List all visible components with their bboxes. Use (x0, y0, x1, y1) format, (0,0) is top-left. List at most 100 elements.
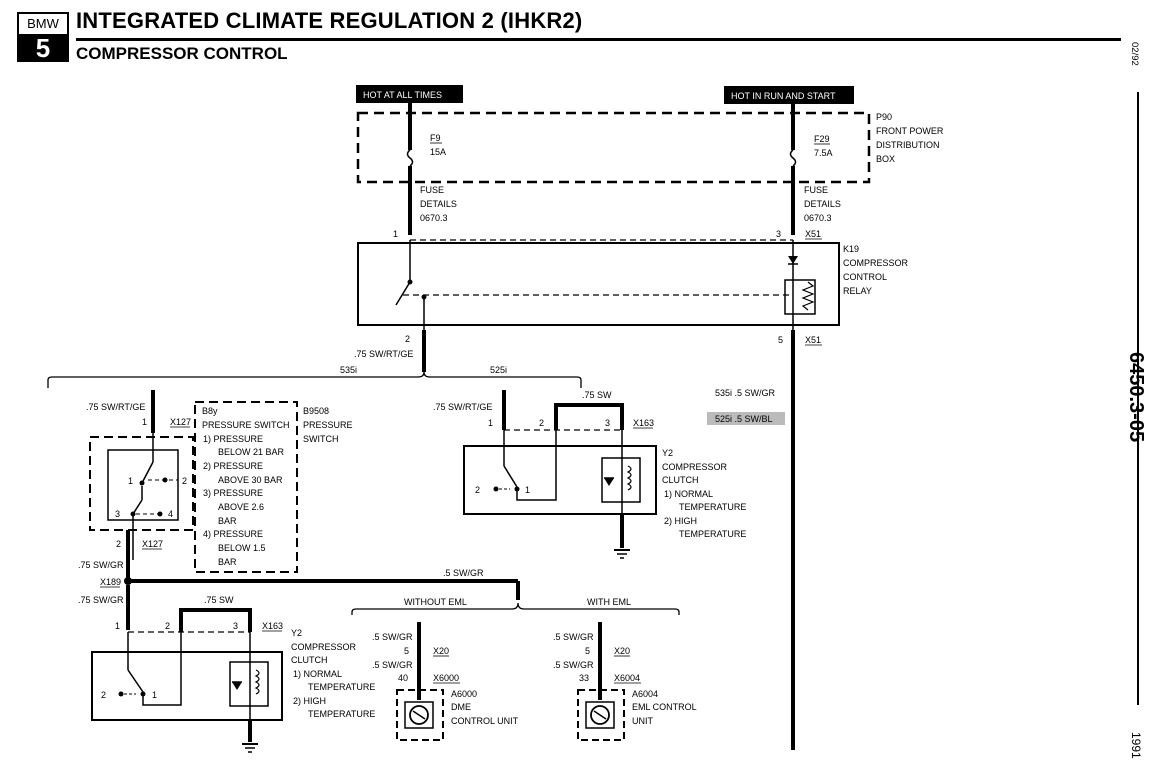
ps-item-0: 1) PRESSURE (203, 434, 263, 444)
fuse-details-right-0: FUSE (804, 185, 828, 195)
doc-number: 6450.3-05 (1125, 352, 1147, 442)
ps-wire-out: .75 SW/GR (78, 560, 124, 570)
fuse-left-symbol (406, 149, 414, 167)
relay-switch-blade (395, 281, 411, 306)
ps-b8y-0: B8y (202, 406, 218, 416)
lc-item-3: TEMPERATURE (308, 709, 375, 719)
ps-conn-bottom: X127 (142, 539, 163, 549)
logo-brand: BMW (17, 12, 69, 36)
fuse-details-left-1: DETAILS (420, 199, 457, 209)
uc-contact-2: 2 (475, 485, 480, 495)
ps-contact-1: 1 (128, 476, 133, 486)
lc-item-0: 1) NORMAL (293, 669, 342, 679)
eml-right-conn1: X20 (614, 646, 630, 656)
lc-contact-2: 2 (101, 690, 106, 700)
eml-left-label-0: A6000 (451, 689, 477, 699)
logo-series: 5 (17, 34, 69, 62)
uc-label-1: COMPRESSOR (662, 462, 728, 472)
box-label-2: DISTRIBUTION (876, 140, 940, 150)
page-title: INTEGRATED CLIMATE REGULATION 2 (IHKR2) (76, 8, 583, 33)
dme-control-unit-box (396, 689, 444, 741)
uc-bridge-wire (554, 403, 624, 430)
eml-right-label-0: A6004 (632, 689, 658, 699)
ps-b8y-1: PRESSURE SWITCH (202, 420, 290, 430)
legend-535: 535i .5 SW/GR (715, 388, 776, 398)
legend-525-highlight (707, 412, 785, 425)
uc-pin-3: 3 (605, 418, 610, 428)
eml-left-label-1: DME (451, 702, 471, 712)
uc-wire-in: .75 SW/RT/GE (433, 402, 492, 412)
ps-b9508-2: SWITCH (303, 434, 339, 444)
ps-item-4: 3) PRESSURE (203, 488, 263, 498)
ps-wire-in: .75 SW/RT/GE (86, 402, 145, 412)
box-label-1: FRONT POWER (876, 126, 944, 136)
eml-right-pin1: 5 (585, 646, 590, 656)
uc-conn: X163 (633, 418, 654, 428)
dme-symbol-icon (409, 705, 429, 725)
lc-label-0: Y2 (291, 628, 302, 638)
uc-bridge-label: .75 SW (582, 390, 612, 400)
uc-contact-1: 1 (525, 485, 530, 495)
upper-clutch-box (463, 445, 657, 515)
lc-item-1: TEMPERATURE (308, 682, 375, 692)
lc-label-2: CLUTCH (291, 655, 328, 665)
eml-left-conn2: X6000 (433, 673, 459, 683)
relay-pin3: 3 (776, 229, 781, 239)
lower-clutch-box (91, 651, 283, 721)
lc-coil (254, 669, 260, 695)
eml-right-wire1: .5 SW/GR (553, 632, 594, 642)
lc-item-2: 2) HIGH (293, 696, 326, 706)
eml-left-label-2: CONTROL UNIT (451, 716, 519, 726)
bmw-series-logo: BMW 5 (17, 12, 69, 62)
fuse-right-name: F29 (814, 134, 830, 144)
fuse-details-right-1: DETAILS (804, 199, 841, 209)
ps-wire-down: .75 SW/GR (78, 595, 124, 605)
margin-year: 1991 (1129, 732, 1143, 759)
ps-contact-4: 4 (168, 509, 173, 519)
lc-conn: X163 (262, 621, 283, 631)
ps-b9508-1: PRESSURE (303, 420, 353, 430)
ps-contact-blade-2 (132, 499, 143, 515)
eml-control-unit-box (577, 689, 625, 741)
eml-left-conn1: X20 (433, 646, 449, 656)
eml-left-pin1: 5 (404, 646, 409, 656)
relay-pin2: 2 (405, 334, 410, 344)
relay-label-2: CONTROL (843, 272, 887, 282)
lc-label-1: COMPRESSOR (291, 642, 357, 652)
lc-diode (232, 682, 242, 690)
pressure-switch-b8y-box (107, 449, 179, 521)
lc-pin-2: 2 (165, 621, 170, 631)
ps-splice-wire: .5 SW/GR (443, 568, 484, 578)
ps-item-1: BELOW 21 BAR (218, 447, 285, 457)
relay-k19-box (357, 242, 840, 326)
lc-bridge-wire (179, 608, 252, 632)
hot-run-label: HOT IN RUN AND START (731, 91, 836, 101)
uc-pin-1: 1 (488, 418, 493, 428)
ps-pin-bottom: 2 (116, 539, 121, 549)
fuse-left-name: F9 (430, 133, 441, 143)
uc-coil-box (601, 457, 641, 503)
relay-conn-top: X51 (805, 229, 821, 239)
ps-label-box (194, 401, 298, 573)
uc-item-1: TEMPERATURE (679, 502, 746, 512)
ps-pin-top: 1 (142, 417, 147, 427)
uc-item-3: TEMPERATURE (679, 529, 746, 539)
lc-contact-1: 1 (152, 690, 157, 700)
relay-pin5: 5 (778, 335, 783, 345)
eml-with: WITH EML (587, 597, 631, 607)
ps-conn-top: X127 (170, 417, 191, 427)
eml-left-pin2: 40 (398, 673, 408, 683)
fuse-right-rating: 7.5A (814, 148, 833, 158)
relay-label-1: COMPRESSOR (843, 258, 909, 268)
hot-always-bg (356, 85, 463, 103)
ps-contact-3: 3 (115, 509, 120, 519)
relay-pin1: 1 (393, 229, 398, 239)
page-subtitle: COMPRESSOR CONTROL (76, 44, 288, 63)
eml-without: WITHOUT EML (404, 597, 467, 607)
ps-item-6: BAR (218, 516, 237, 526)
fuse-right-symbol (789, 149, 797, 167)
lc-pin-1: 1 (115, 621, 120, 631)
relay-label-0: K19 (843, 244, 859, 254)
uc-pin-2: 2 (539, 418, 544, 428)
eml-symbol-icon (590, 705, 610, 725)
